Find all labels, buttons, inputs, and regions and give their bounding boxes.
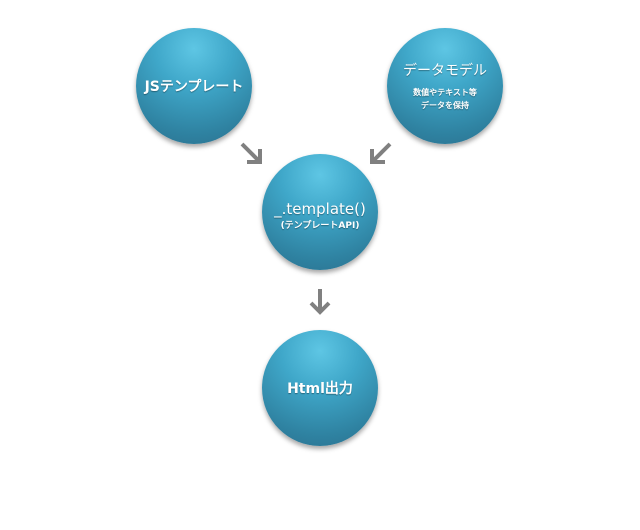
html-output-node: Html出力 — [262, 330, 378, 446]
data-model-description-line2: データを保持 — [421, 101, 469, 110]
js-template-label: JSテンプレート — [144, 79, 244, 95]
data-model-node: データモデル 数値やテキスト等 データを保持 — [387, 28, 503, 144]
template-api-node: _.template() (テンプレートAPI) — [262, 154, 378, 270]
js-template-node: JSテンプレート — [136, 28, 252, 144]
html-output-label: Html出力 — [287, 381, 353, 397]
data-model-label: データモデル — [403, 63, 487, 79]
data-model-description-line1: 数値やテキスト等 — [413, 88, 477, 97]
arrow-template-to-output — [309, 289, 331, 315]
arrow-data-to-template — [370, 142, 392, 164]
template-api-label: _.template() — [274, 199, 366, 218]
template-api-sublabel: (テンプレートAPI) — [280, 220, 360, 231]
arrow-js-to-template — [240, 142, 262, 164]
